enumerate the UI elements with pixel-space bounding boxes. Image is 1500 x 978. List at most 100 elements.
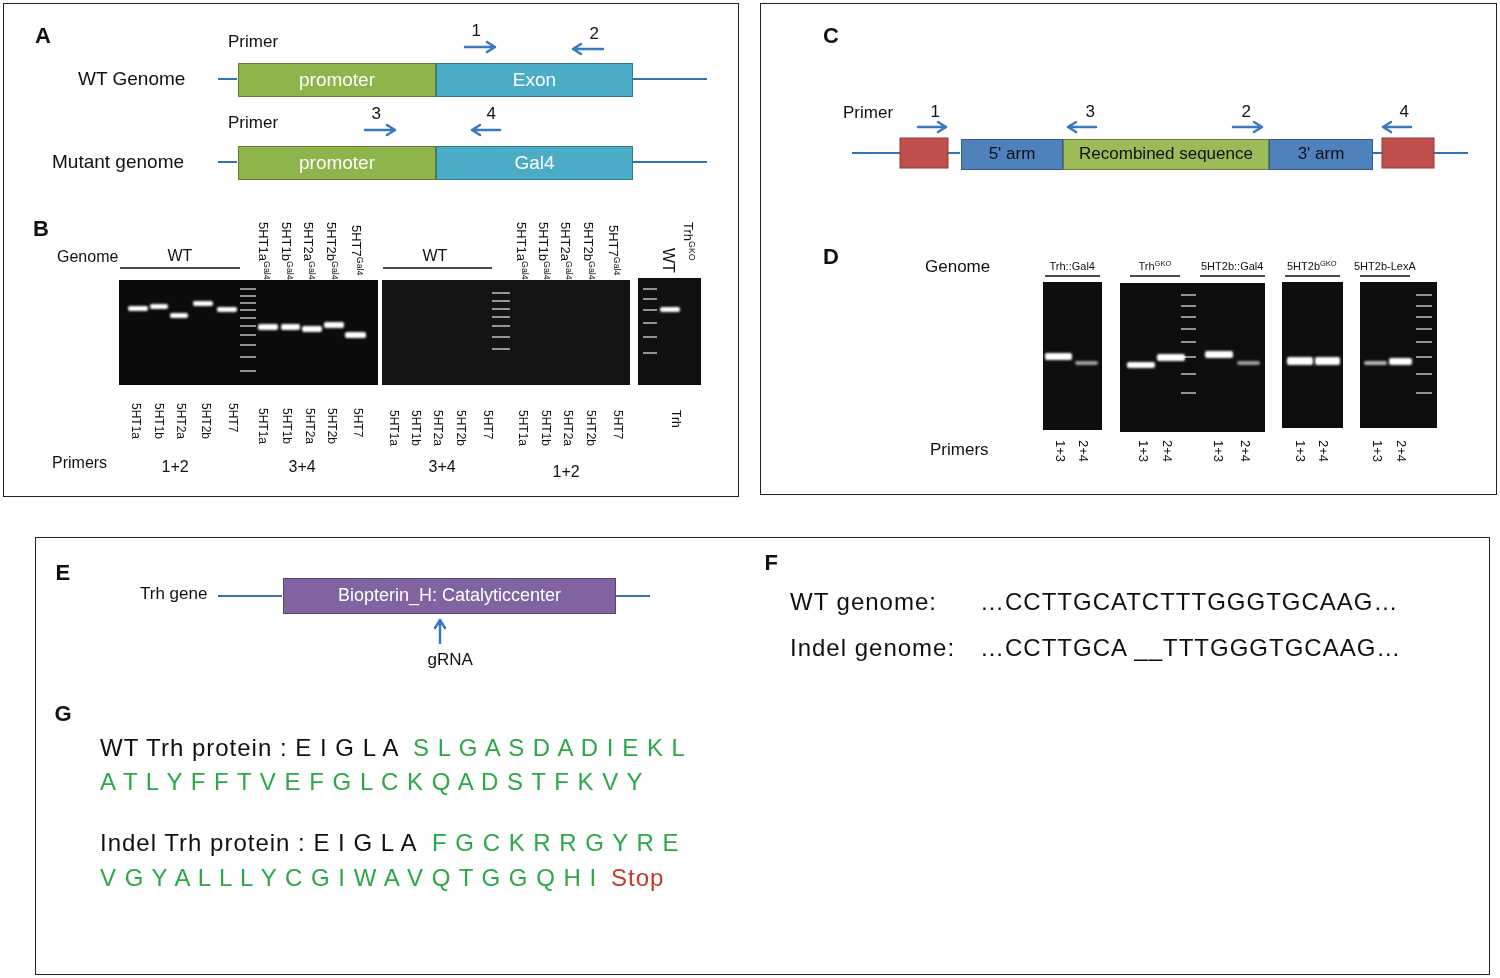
label-holder: 5HT7 bbox=[225, 403, 239, 432]
figure-label: Primer bbox=[228, 32, 278, 51]
gel-ladder bbox=[1416, 341, 1432, 343]
figure-label: 2+4 bbox=[1076, 440, 1091, 462]
gel-band bbox=[217, 307, 237, 312]
label-holder: 2 bbox=[1242, 102, 1251, 122]
figure-label: 5HT2b bbox=[325, 408, 339, 444]
gel-ladder bbox=[492, 292, 510, 294]
figure-label: 5HT1a bbox=[387, 410, 401, 446]
label-holder: Indel Trh protein : E I G L A bbox=[100, 829, 418, 857]
figure-label: 1+2 bbox=[162, 458, 189, 475]
figure-label: 3+4 bbox=[429, 458, 456, 475]
label-holder: Mutant genome bbox=[52, 151, 184, 173]
label-holder: 2+4 bbox=[1316, 440, 1331, 462]
superscript-text: Gal4 bbox=[285, 261, 295, 280]
label-holder: 3+4 bbox=[429, 458, 456, 476]
figure-label: A T L Y F F T V E F G L C K Q A D S T F … bbox=[100, 768, 643, 795]
label-holder: 5HT1a bbox=[386, 410, 400, 446]
label-holder: 5HT1a bbox=[255, 408, 269, 444]
gel-ladder bbox=[240, 309, 256, 311]
figure-label: 5HT1b bbox=[152, 403, 166, 439]
gel-band bbox=[302, 326, 322, 332]
figure-label: …CCTTGCATCTTTGGGTGCAAG… bbox=[980, 588, 1399, 615]
label-holder: Primer bbox=[843, 103, 893, 123]
figure-label: Trh bbox=[680, 222, 695, 241]
label-holder: 5HT1b bbox=[151, 403, 165, 439]
gel-ladder bbox=[1416, 373, 1432, 375]
label-holder: 5HT2b bbox=[324, 408, 338, 444]
label-holder: 5HT2bGal4 bbox=[322, 222, 339, 280]
label-holder: Trh::Gal4 bbox=[1050, 260, 1095, 273]
label-holder: 2 bbox=[590, 24, 599, 44]
superscript-text: Gal4 bbox=[262, 261, 272, 280]
label-holder: 5HT1a bbox=[515, 410, 529, 446]
figure-label: 3+4 bbox=[289, 458, 316, 475]
gel-ladder bbox=[643, 322, 657, 324]
gel-band bbox=[1045, 353, 1072, 360]
figure-label: V G Y A L L L Y C G I W A V Q T G G Q H … bbox=[100, 864, 597, 891]
figure-label: 5HT2b bbox=[1287, 260, 1320, 272]
label-holder: 5HT2bGal4 bbox=[579, 222, 596, 280]
label-holder: …CCTTGCA __TTTGGGTGCAAG… bbox=[980, 634, 1401, 662]
superscript-text: Gal4 bbox=[330, 261, 340, 280]
figure-label: 5HT2a bbox=[557, 222, 572, 261]
label-holder: 5HT2a bbox=[302, 408, 316, 444]
gel-band bbox=[128, 306, 148, 311]
label-holder: Primers bbox=[930, 440, 989, 460]
gel-ladder bbox=[1181, 373, 1196, 375]
label-holder: 5HT2b bbox=[453, 410, 467, 446]
figure-label: 5HT1a bbox=[129, 403, 143, 439]
figure-label: 2 bbox=[1242, 102, 1251, 121]
figure-label: 5HT2a bbox=[303, 408, 317, 444]
label-holder: 4 bbox=[487, 104, 496, 124]
gene-segment-box: promoter bbox=[238, 63, 436, 97]
figure-label: 1+3 bbox=[1370, 440, 1385, 462]
figure-label: 5HT2a bbox=[300, 222, 315, 261]
label-holder: WT Trh protein : E I G L A bbox=[100, 734, 399, 762]
figure-label: Indel Trh protein : E I G L A bbox=[100, 829, 418, 856]
figure-label: 5HT1a bbox=[513, 222, 528, 261]
figure-label: 1+3 bbox=[1293, 440, 1308, 462]
box-text: 3' arm bbox=[1298, 145, 1345, 164]
figure-label: Indel genome: bbox=[790, 634, 955, 661]
gel-ladder bbox=[1181, 305, 1196, 307]
figure-label: 1+3 bbox=[1053, 440, 1068, 462]
gel-ladder bbox=[492, 300, 510, 302]
figure-label: 2+4 bbox=[1316, 440, 1331, 462]
label-holder: 5HT1bGal4 bbox=[534, 222, 551, 280]
panel-letter: C bbox=[823, 24, 839, 48]
gel-image bbox=[119, 280, 378, 385]
label-holder: 2+4 bbox=[1394, 440, 1409, 462]
label-holder: 5HT2b bbox=[198, 403, 212, 439]
label-holder: 1+3 bbox=[1211, 440, 1226, 462]
primer-arrow bbox=[365, 125, 395, 135]
label-holder: gRNA bbox=[428, 650, 473, 670]
gene-segment-box: Biopterin_H: Catalyticcenter bbox=[283, 578, 616, 614]
gel-ladder bbox=[240, 288, 256, 290]
figure-label: WT bbox=[168, 247, 193, 264]
gel-band bbox=[345, 332, 366, 338]
label-holder: 5HT2aGal4 bbox=[556, 222, 573, 280]
figure-label: 1 bbox=[931, 102, 940, 121]
box-text: 5' arm bbox=[989, 145, 1036, 164]
label-holder: 5HT2b-LexA bbox=[1354, 260, 1416, 273]
label-holder: A T L Y F F T V E F G L C K Q A D S T F … bbox=[100, 768, 643, 796]
label-holder: 5HT2a bbox=[173, 403, 187, 439]
label-holder: 5HT1aGal4 bbox=[512, 222, 529, 280]
panel-letter: F bbox=[765, 551, 778, 575]
panel-letter: B bbox=[33, 217, 49, 241]
gel-ladder bbox=[240, 302, 256, 304]
primer-arrow bbox=[573, 44, 603, 54]
primer-arrow bbox=[365, 42, 1411, 643]
figure-label: 3 bbox=[1086, 102, 1095, 121]
figure-label: 5HT7 bbox=[351, 408, 365, 437]
label-holder: 2+4 bbox=[1076, 440, 1091, 462]
label-holder: 2+4 bbox=[1238, 440, 1253, 462]
figure-label: 2+4 bbox=[1160, 440, 1175, 462]
gel-ladder bbox=[1181, 294, 1196, 296]
gel-ladder bbox=[240, 334, 256, 336]
label-holder: 5HT1a bbox=[128, 403, 142, 439]
gel-ladder bbox=[492, 336, 510, 338]
gel-band bbox=[1157, 354, 1185, 361]
label-holder: 1 bbox=[472, 21, 481, 41]
